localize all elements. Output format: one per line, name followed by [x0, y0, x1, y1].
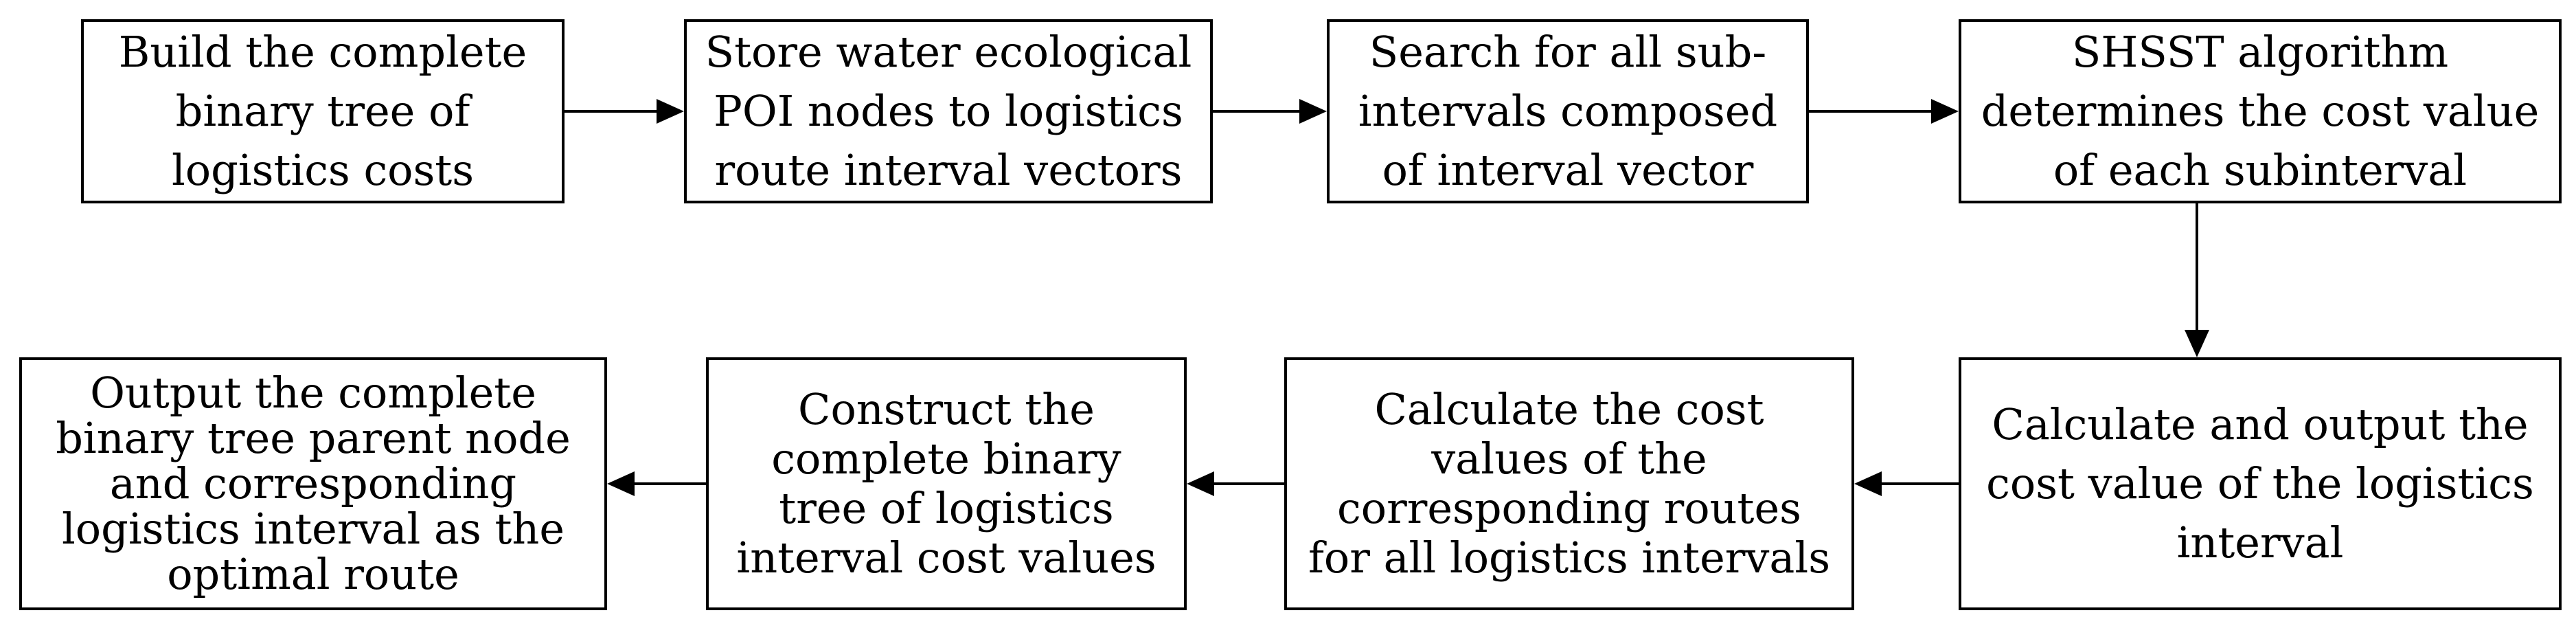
arrow-calc-output-to-route-costs [1854, 471, 1959, 496]
arrow-build-to-store [565, 99, 684, 124]
step-text: intervals composed [1358, 86, 1778, 136]
arrow-route-costs-to-construct [1187, 471, 1284, 496]
arrow-store-to-search [1213, 99, 1327, 124]
step-text: interval cost values [736, 533, 1156, 583]
step-text: interval [2176, 517, 2344, 568]
step-build-tree: Build the complete binary tree of logist… [81, 19, 565, 203]
step-calc-route-costs: Calculate the cost values of the corresp… [1284, 357, 1854, 610]
step-text: POI nodes to logistics [714, 86, 1183, 136]
step-text: logistics interval as the [61, 504, 565, 554]
step-text: route interval vectors [714, 145, 1183, 195]
step-search-subintervals: Search for all sub- intervals composed o… [1327, 19, 1809, 203]
step-calc-output-cost: Calculate and output the cost value of t… [1959, 357, 2562, 610]
step-text: Store water ecological [705, 27, 1192, 77]
step-text: optimal route [167, 549, 459, 599]
step-text: logistics costs [171, 145, 475, 195]
step-text: for all logistics intervals [1308, 533, 1831, 583]
step-text: binary tree parent node [56, 413, 571, 463]
step-text: of each subinterval [2053, 145, 2467, 195]
step-text: tree of logistics [779, 483, 1114, 533]
step-text: Build the complete [118, 27, 527, 77]
step-text: binary tree of [175, 86, 470, 136]
step-text: Calculate and output the [1992, 399, 2529, 449]
step-text: cost value of the logistics [1986, 458, 2534, 508]
step-text: Output the complete [90, 368, 536, 418]
step-text: complete binary [771, 434, 1121, 484]
step-text: Search for all sub- [1369, 27, 1767, 77]
step-text: and corresponding [109, 458, 517, 508]
arrow-search-to-shsst [1809, 99, 1959, 124]
arrow-construct-to-output [607, 471, 706, 496]
step-output-optimal: Output the complete binary tree parent n… [19, 357, 607, 610]
step-text: values of the [1431, 434, 1707, 484]
step-text: determines the cost value [1981, 86, 2540, 136]
step-text: Construct the [798, 384, 1095, 434]
step-text: SHSST algorithm [2071, 27, 2449, 77]
step-text: Calculate the cost [1374, 384, 1764, 434]
step-store-poi: Store water ecological POI nodes to logi… [684, 19, 1213, 203]
step-text: of interval vector [1382, 145, 1754, 195]
step-construct-tree: Construct the complete binary tree of lo… [706, 357, 1187, 610]
step-text: corresponding routes [1337, 483, 1801, 533]
arrow-shsst-to-calc-output [2185, 203, 2209, 357]
step-shsst-cost: SHSST algorithm determines the cost valu… [1959, 19, 2562, 203]
